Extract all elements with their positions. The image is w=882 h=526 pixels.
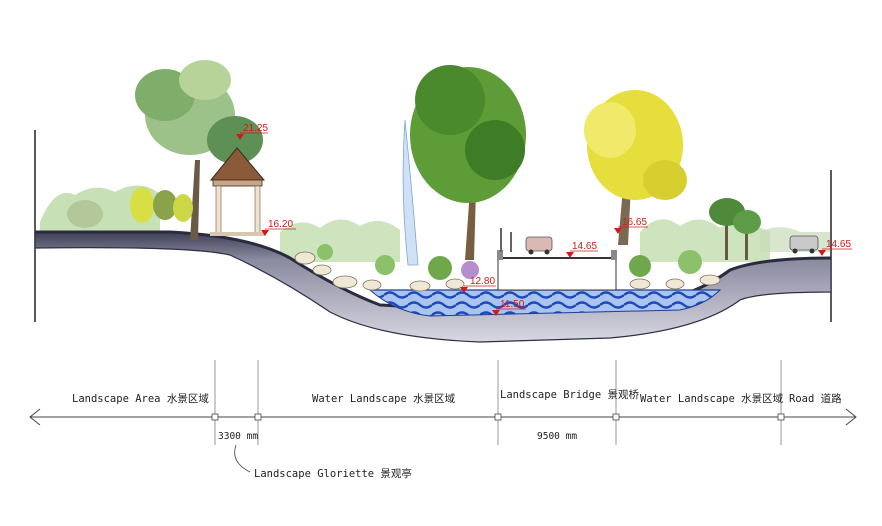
svg-text:16.65: 16.65 — [622, 217, 647, 228]
elevation-gloriette-roof: 21.25 — [236, 123, 268, 140]
svg-text:14.65: 14.65 — [826, 239, 851, 250]
tree-center — [410, 65, 526, 260]
fountain-jet — [402, 119, 419, 266]
dimension-bridge-width: 9500 mm — [537, 431, 577, 442]
car-bridge — [525, 236, 553, 255]
elevation-bridge-right: 16.65 — [614, 217, 648, 234]
callout-gloriette: Landscape Gloriette 景观亭 — [254, 467, 412, 480]
tree-yellow — [584, 90, 687, 245]
zone-label-water-landscape-right: Water Landscape 水景区域 — [640, 392, 784, 405]
bank-rocks — [294, 251, 721, 292]
zone-label-landscape-bridge: Landscape Bridge 景观桥 — [500, 389, 639, 401]
water-plants — [317, 244, 702, 280]
elevation-road: 14.65 — [818, 239, 852, 256]
svg-text:14.65: 14.65 — [572, 241, 597, 252]
elevation-markers: 21.25 16.20 12.80 11.50 14.65 16.65 14.6… — [236, 123, 852, 316]
tree-left — [135, 60, 263, 240]
svg-text:11.50: 11.50 — [500, 299, 525, 310]
dimension-line — [29, 360, 857, 445]
zone-label-landscape-area: Landscape Area 水景区域 — [72, 392, 209, 405]
elevation-bridge-deck: 14.65 — [566, 241, 598, 258]
shrubs-left — [67, 187, 193, 228]
svg-text:12.80: 12.80 — [470, 276, 495, 287]
callout-leader — [234, 444, 251, 473]
landscape-bridge — [497, 250, 617, 291]
car-road — [789, 235, 819, 254]
palms-right — [709, 198, 761, 260]
bridge-lamps — [500, 228, 512, 252]
elevation-pond-bottom: 11.50 — [492, 299, 526, 316]
elevation-water-surface: 12.80 — [460, 276, 496, 293]
zone-label-road: Road 道路 — [789, 392, 842, 405]
zone-label-water-landscape-left: Water Landscape 水景区域 — [312, 392, 456, 405]
svg-text:21.25: 21.25 — [243, 123, 268, 134]
dimension-gloriette-width: 3300 mm — [218, 431, 258, 442]
gloriette — [209, 147, 266, 236]
elevation-gloriette-base: 16.20 — [261, 219, 296, 236]
svg-text:16.20: 16.20 — [268, 219, 293, 230]
